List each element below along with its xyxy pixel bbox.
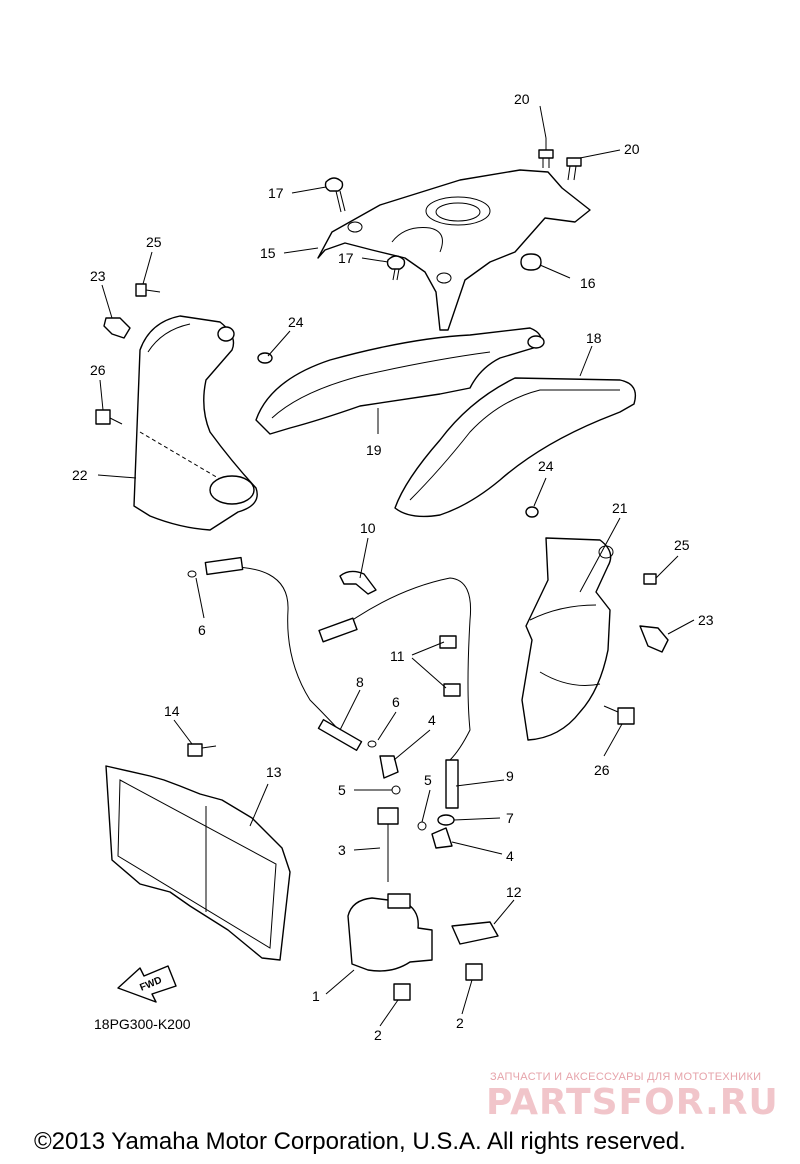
quick-fastener-17-upper — [324, 177, 346, 213]
callout-label: 11 — [390, 648, 405, 664]
bolt-26-left — [95, 409, 123, 425]
quick-fastener-17-lower — [386, 255, 406, 281]
radiator-shroud-21 — [521, 537, 614, 741]
callout-label: 6 — [392, 694, 400, 710]
callout-label: 24 — [538, 458, 554, 474]
bracket-12 — [451, 921, 499, 945]
clip-6 — [367, 740, 377, 748]
bolt-26-right — [603, 705, 635, 725]
drawing-code: 18PG300-K200 — [94, 1016, 191, 1032]
callout-label: 1 — [312, 988, 320, 1004]
side-cover-18 — [394, 377, 637, 518]
callout-label: 19 — [366, 442, 382, 458]
side-cover-19 — [255, 327, 545, 435]
reservoir-tank-1 — [347, 893, 433, 972]
clamp-10 — [339, 570, 377, 595]
screw-25-right — [643, 573, 657, 585]
bolt-14 — [187, 743, 217, 757]
callout-label: 9 — [506, 768, 514, 784]
callout-label: 16 — [580, 275, 596, 291]
hose-9-path — [329, 577, 472, 761]
callout-label: 21 — [612, 500, 628, 516]
tank-cover-part — [317, 169, 591, 331]
clip-5-lower — [417, 821, 427, 831]
hose-6-path — [207, 566, 351, 743]
fitting-4-upper — [379, 755, 399, 779]
clip-6-left — [187, 570, 197, 578]
watermark-logo: PARTSFOR.RU — [486, 1082, 779, 1123]
callout-label: 4 — [506, 848, 514, 864]
bolt-2-right — [465, 963, 483, 981]
callout-label: 23 — [90, 268, 106, 284]
bolt-20-right — [566, 157, 582, 181]
clamp-11-a — [439, 635, 457, 649]
washer-24-right — [525, 506, 539, 518]
callout-label: 26 — [594, 762, 610, 778]
clip-5-upper — [391, 785, 401, 795]
radiator-13 — [105, 765, 291, 961]
grommet-16 — [520, 253, 542, 271]
clip-23-right — [639, 625, 669, 653]
callout-label: 25 — [146, 234, 162, 250]
callout-label: 22 — [72, 467, 88, 483]
valve-3 — [377, 807, 399, 882]
fitting-4-lower — [431, 827, 453, 849]
callout-label: 3 — [338, 842, 346, 858]
callout-label: 2 — [374, 1027, 382, 1043]
callout-label: 23 — [698, 612, 714, 628]
callout-label: 25 — [674, 537, 690, 553]
callout-label: 17 — [268, 185, 284, 201]
callout-label: 2 — [456, 1015, 464, 1031]
fwd-arrow-icon: FWD — [117, 965, 177, 1003]
clamp-11-b — [443, 683, 461, 697]
callout-label: 4 — [428, 712, 436, 728]
hose-end-9 — [318, 617, 358, 643]
hose-8 — [317, 718, 363, 752]
clamp-7 — [437, 814, 455, 826]
callout-label: 5 — [424, 772, 432, 788]
callout-label: 26 — [90, 362, 106, 378]
screw-25-left — [135, 283, 161, 297]
callout-label: 12 — [506, 884, 522, 900]
callout-label: 24 — [288, 314, 304, 330]
leader-lines — [97, 105, 695, 1027]
hose-9 — [445, 759, 459, 809]
watermark-tagline: ЗАПЧАСТИ И АКСЕССУАРЫ ДЛЯ МОТОТЕХНИКИ — [490, 1071, 762, 1083]
callout-label: 10 — [360, 520, 376, 536]
callout-label: 18 — [586, 330, 602, 346]
callout-label: 7 — [506, 810, 514, 826]
hose-end-6 — [204, 556, 244, 576]
callout-labels: 20 20 17 15 17 16 25 23 24 18 26 19 22 2… — [72, 91, 714, 1043]
callout-label: 20 — [514, 91, 530, 107]
bolt-20-left — [538, 138, 554, 168]
callout-label: 6 — [198, 622, 206, 638]
callout-label: 8 — [356, 674, 364, 690]
radiator-shroud-22 — [133, 315, 258, 531]
copyright-notice: ©2013 Yamaha Motor Corporation, U.S.A. A… — [34, 1128, 686, 1155]
bolt-2-left — [393, 983, 411, 1001]
clip-23-left — [103, 317, 131, 339]
callout-label: 13 — [266, 764, 282, 780]
callout-label: 15 — [260, 245, 276, 261]
callout-label: 17 — [338, 250, 354, 266]
callout-label: 5 — [338, 782, 346, 798]
callout-label: 14 — [164, 703, 180, 719]
callout-label: 20 — [624, 141, 640, 157]
